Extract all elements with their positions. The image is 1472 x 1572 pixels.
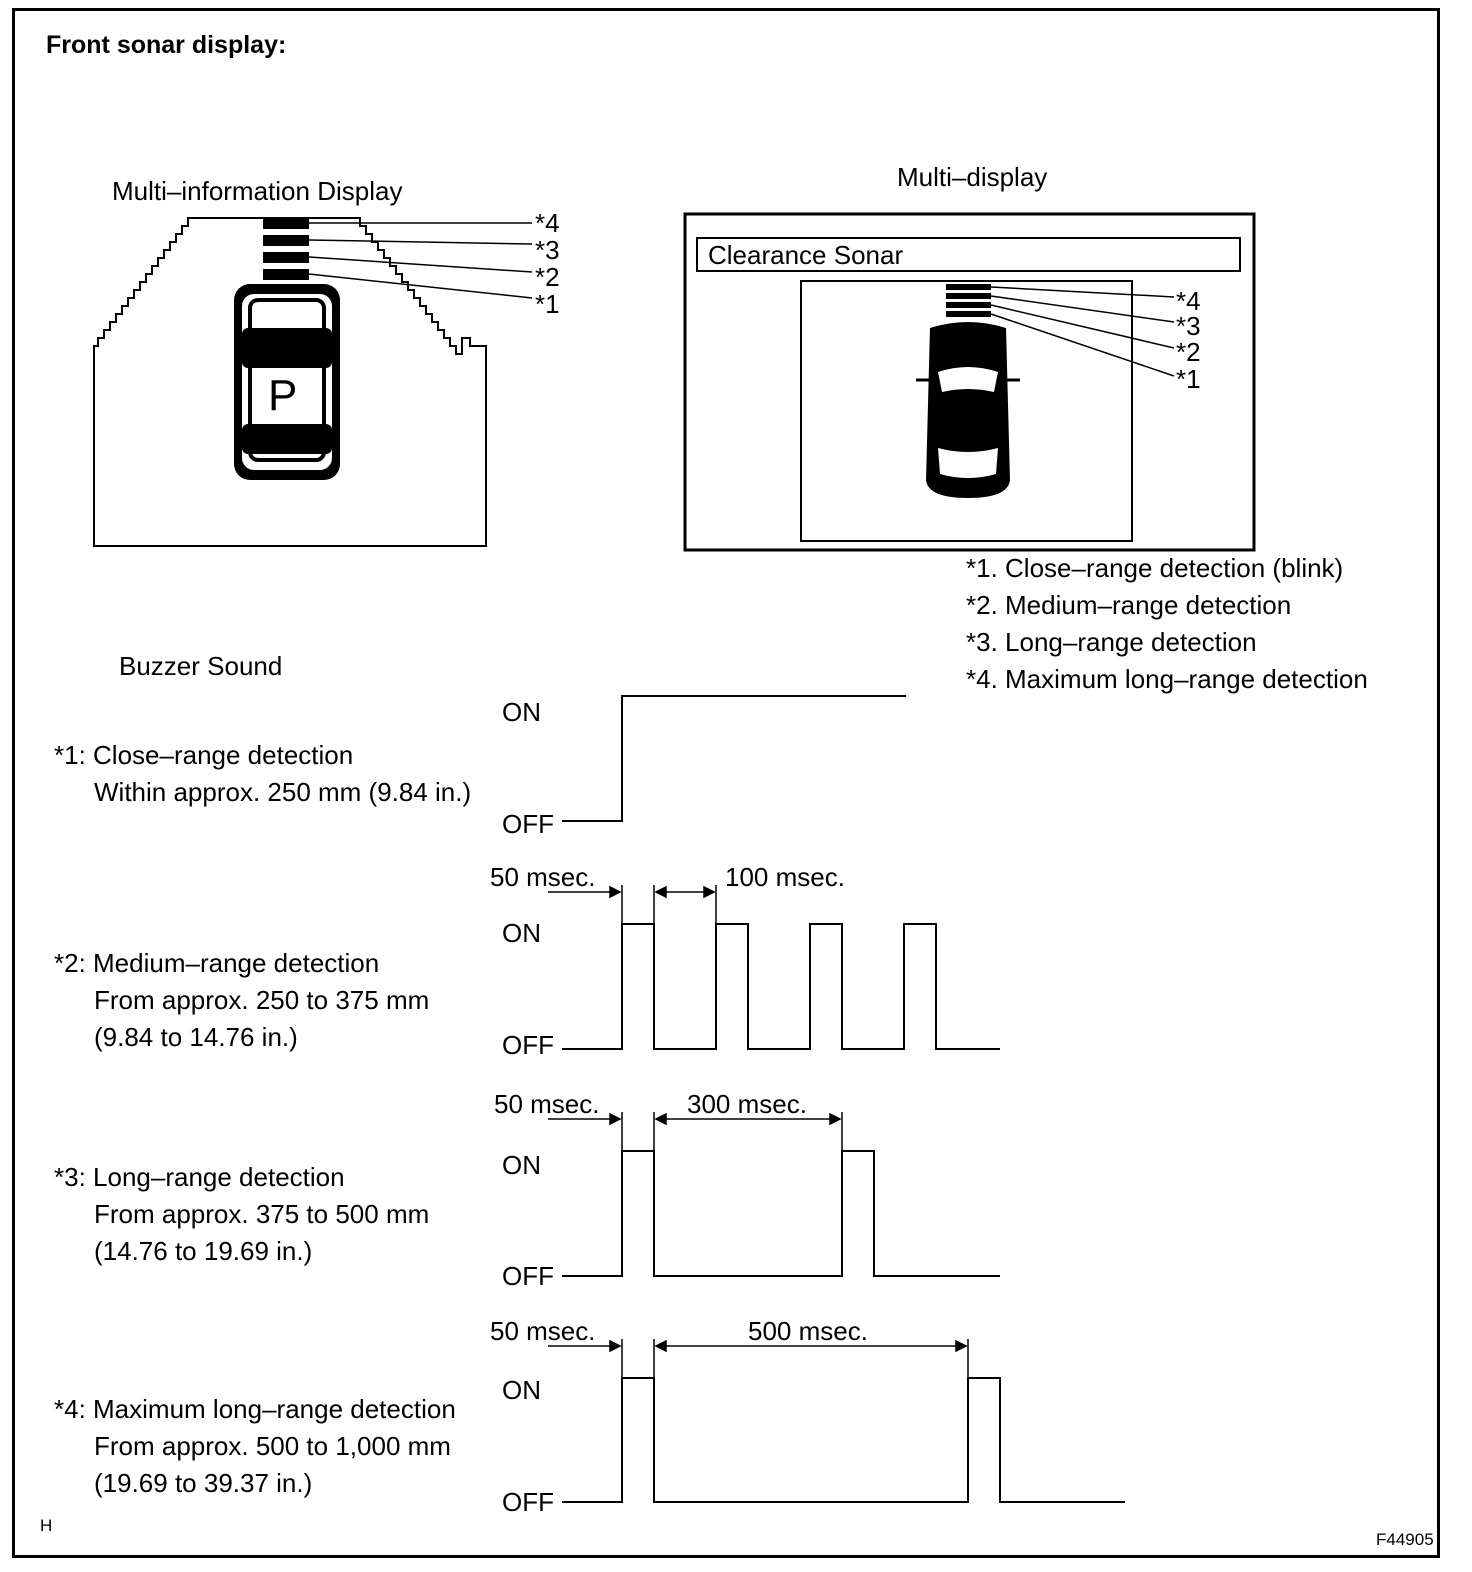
row2-off-duration: 100 msec. xyxy=(725,862,845,892)
multi-display-header-box xyxy=(696,237,1241,272)
multi-display-header: Clearance Sonar xyxy=(708,240,904,270)
figure-title: Front sonar display: xyxy=(46,31,287,59)
mid-callout-4: *4 xyxy=(535,208,560,238)
row1-off-label: OFF xyxy=(502,809,554,839)
mid-leader-lines xyxy=(308,222,533,299)
figure-frame xyxy=(12,8,1440,1558)
buzzer-heading: Buzzer Sound xyxy=(119,651,283,681)
legend-item-3: *3. Long–range detection xyxy=(966,627,1257,657)
waveform-4 xyxy=(562,1377,1125,1503)
multi-leader-lines xyxy=(990,286,1175,377)
multi-car-icon xyxy=(916,322,1020,498)
row3-off-label: OFF xyxy=(502,1261,554,1291)
row2-line1: *2: Medium–range detection xyxy=(54,948,380,978)
row3-on-label: ON xyxy=(502,1150,541,1180)
row1-line1: *1: Close–range detection xyxy=(54,740,354,770)
row4-off-label: OFF xyxy=(502,1487,554,1517)
mid-callout-3: *3 xyxy=(535,235,560,265)
row3-line1: *3: Long–range detection xyxy=(54,1162,345,1192)
mid-gear-indicator: P xyxy=(268,371,298,420)
row2-on-duration: 50 msec. xyxy=(490,862,596,892)
row3-on-duration: 50 msec. xyxy=(494,1089,600,1119)
multi-callout-3: *3 xyxy=(1176,311,1201,341)
footer-left-code: H xyxy=(40,1516,53,1535)
row4-off-duration: 500 msec. xyxy=(748,1316,868,1346)
row2-off-label: OFF xyxy=(502,1030,554,1060)
multi-callout-2: *2 xyxy=(1176,337,1201,367)
row3-line3: (14.76 to 19.69 in.) xyxy=(94,1236,313,1266)
waveform-2 xyxy=(562,923,1000,1050)
waveforms xyxy=(562,695,1125,1503)
footer-figure-id: F44905 xyxy=(1376,1530,1434,1549)
row2-line3: (9.84 to 14.76 in.) xyxy=(94,1022,298,1052)
legend-item-2: *2. Medium–range detection xyxy=(966,590,1292,620)
legend-item-4: *4. Maximum long–range detection xyxy=(966,664,1368,694)
row3-line2: From approx. 375 to 500 mm xyxy=(94,1199,430,1229)
multi-callout-1: *1 xyxy=(1176,364,1201,394)
multi-display-inner-view xyxy=(800,280,1133,542)
waveform-1 xyxy=(562,695,906,822)
row2-on-label: ON xyxy=(502,918,541,948)
mid-label: Multi–information Display xyxy=(112,176,403,206)
multi-display-label: Multi–display xyxy=(897,162,1048,192)
mid-callout-1: *1 xyxy=(535,289,560,319)
mid-car-icon xyxy=(234,284,340,480)
row1-line2: Within approx. 250 mm (9.84 in.) xyxy=(94,777,472,807)
timing-markers xyxy=(548,885,969,1378)
row4-line3: (19.69 to 39.37 in.) xyxy=(94,1468,313,1498)
mid-callout-2: *2 xyxy=(535,262,560,292)
row4-on-duration: 50 msec. xyxy=(490,1316,596,1346)
multi-callout-4: *4 xyxy=(1176,286,1201,316)
multi-display-frame xyxy=(683,212,1256,552)
row3-off-duration: 300 msec. xyxy=(687,1089,807,1119)
row2-line2: From approx. 250 to 375 mm xyxy=(94,985,430,1015)
mid-display-outline xyxy=(93,217,487,547)
row1-on-label: ON xyxy=(502,697,541,727)
mid-sonar-bars xyxy=(263,218,309,280)
row4-on-label: ON xyxy=(502,1375,541,1405)
row4-line2: From approx. 500 to 1,000 mm xyxy=(94,1431,451,1461)
multi-sonar-bars xyxy=(946,284,991,317)
legend-item-1: *1. Close–range detection (blink) xyxy=(966,553,1344,583)
row4-line1: *4: Maximum long–range detection xyxy=(54,1394,456,1424)
waveform-3 xyxy=(562,1150,1000,1277)
